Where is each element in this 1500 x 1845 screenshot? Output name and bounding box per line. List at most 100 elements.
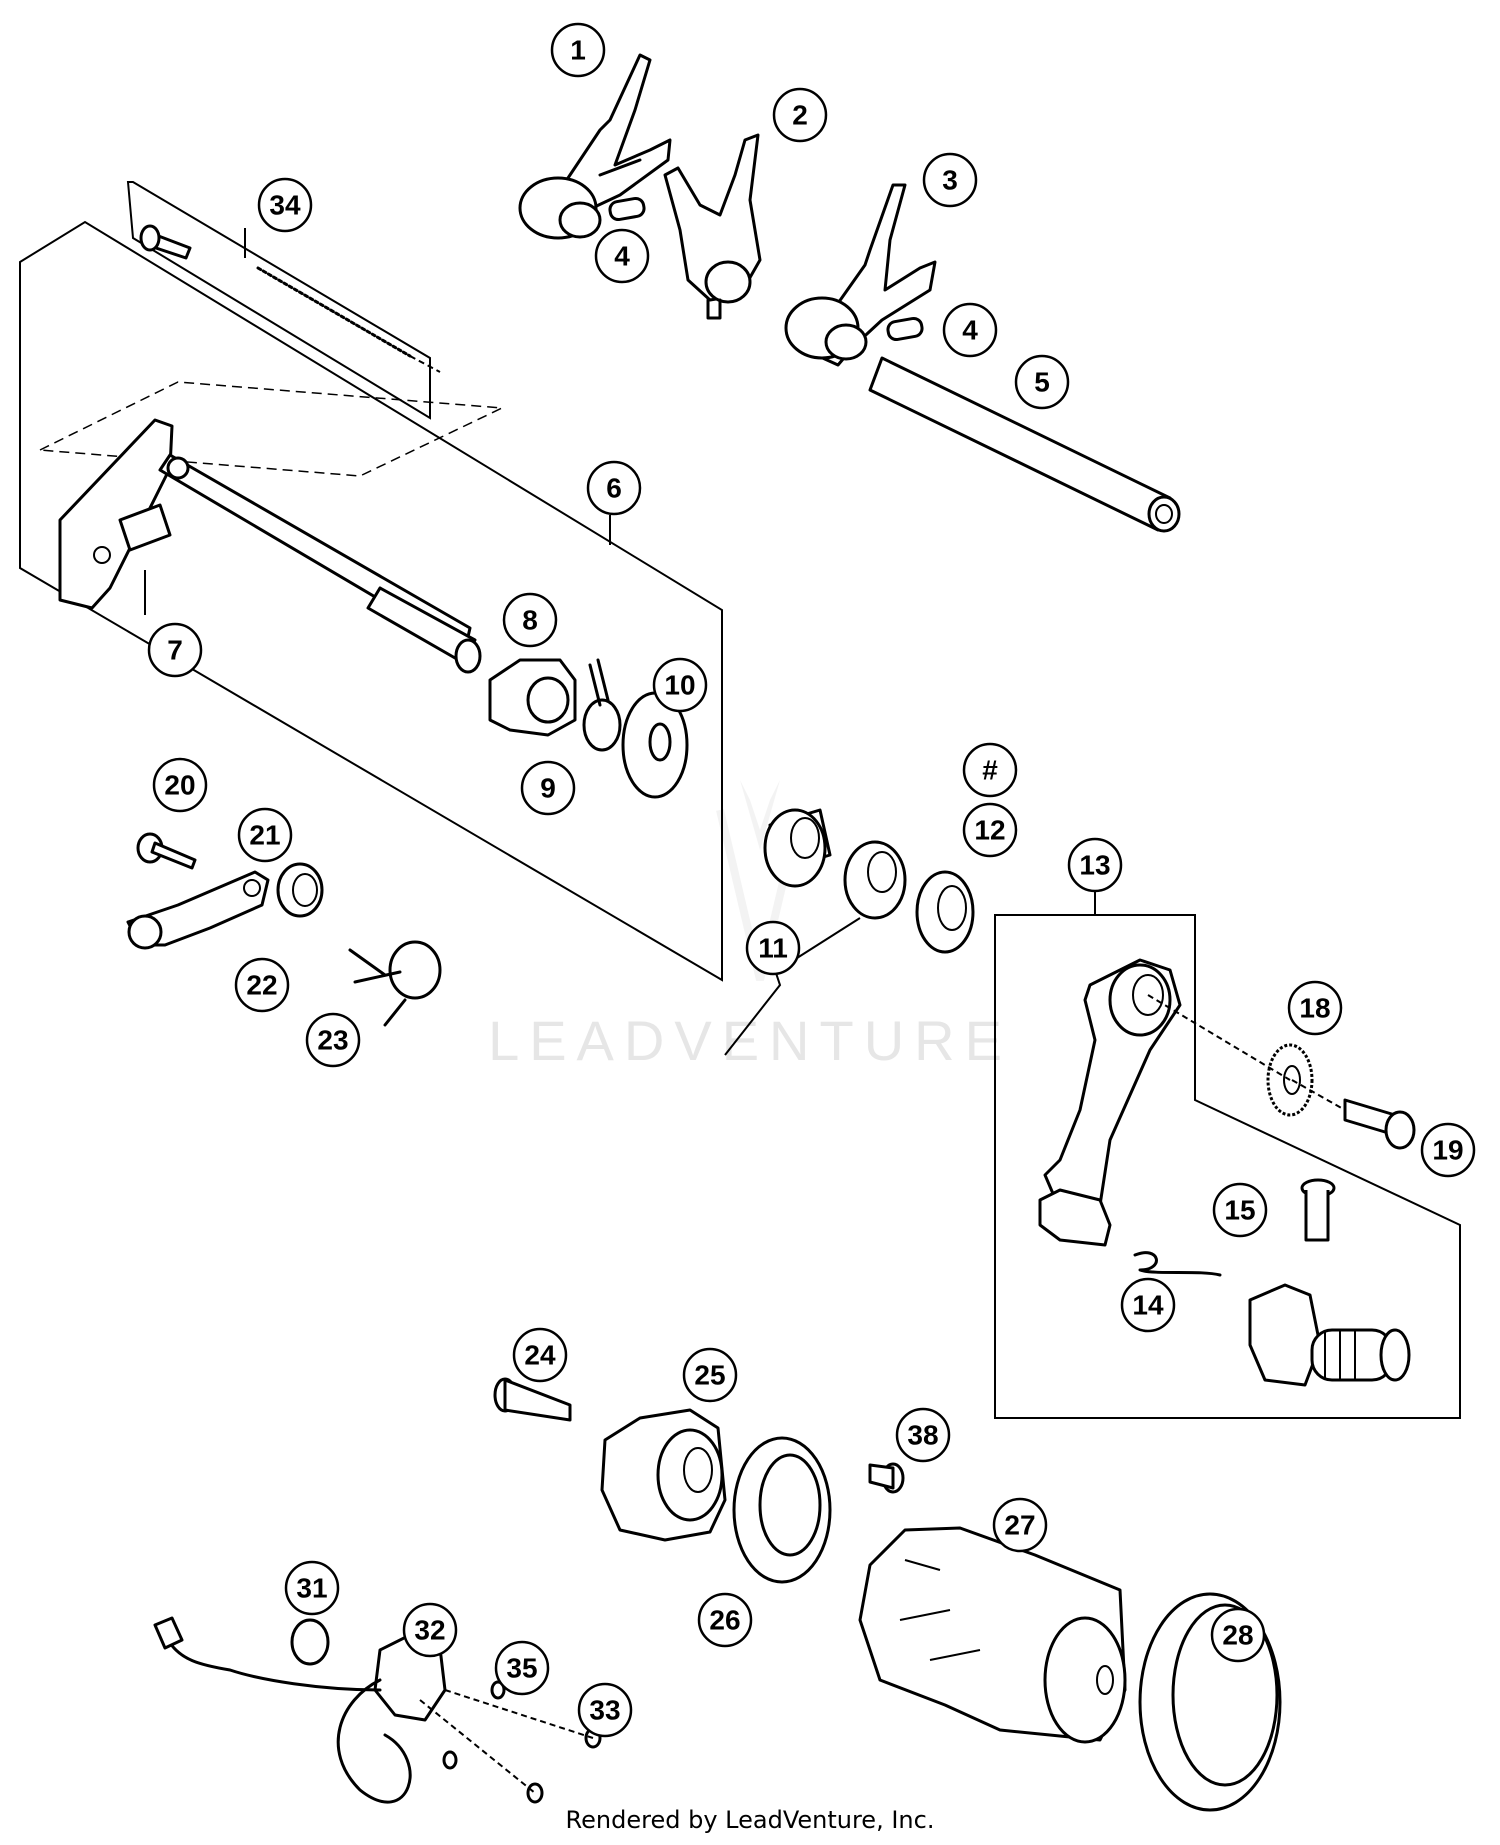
return-spring [256,266,412,358]
svg-text:9: 9 [540,773,556,804]
svg-text:32: 32 [414,1615,445,1646]
callout-27: 27 [992,1497,1048,1553]
fork-pin-b [886,316,924,342]
shift-fork-2 [663,133,762,320]
callout-20: 20 [152,757,208,813]
detent-bolt [139,224,192,260]
svg-text:18: 18 [1299,993,1330,1024]
svg-text:5: 5 [1034,367,1050,398]
svg-text:25: 25 [694,1360,725,1391]
svg-text:1: 1 [570,35,586,66]
watermark-text: LEADVENTURE [488,1009,1012,1072]
sensor-screws [442,1727,602,1804]
callout-32: 32 [402,1602,458,1658]
callout-23: 23 [305,1012,361,1068]
callout-26: 26 [697,1592,753,1648]
callout-6: 6 [586,460,642,516]
svg-text:21: 21 [249,820,280,851]
svg-text:14: 14 [1132,1290,1164,1321]
detail-dashed-frame [37,381,505,477]
fork-pin-a [608,196,646,222]
sensor-washer [490,1680,506,1700]
callout-2: 2 [772,87,828,143]
shaft-washer [621,691,689,799]
pivot-pin [1300,1178,1336,1242]
callout-1: 1 [550,22,606,78]
svg-text:35: 35 [506,1653,537,1684]
callout-34: 34 [257,177,313,233]
svg-text:22: 22 [246,970,277,1001]
shift-lever-group-frame [994,914,1461,1419]
svg-text:23: 23 [317,1025,348,1056]
svg-text:8: 8 [522,605,538,636]
needle-bearing-b [843,840,907,920]
callout-24: 24 [512,1327,568,1383]
callout-4a: 4 [594,228,650,284]
svg-text:4: 4 [614,241,630,272]
svg-text:7: 7 [167,635,183,666]
shift-fork-1 [518,53,672,240]
shift-pedal-end [1248,1283,1411,1387]
svg-text:34: 34 [269,190,301,221]
callout-5: 5 [1014,354,1070,410]
callout-18: 18 [1287,980,1343,1036]
shift-drum [858,1526,1127,1744]
retaining-clip [582,658,622,752]
callout-10: 10 [652,657,708,713]
callout-19: 19 [1420,1122,1476,1178]
callout-38: 38 [895,1407,951,1463]
shift-lever [1038,958,1182,1247]
callout-14: 14 [1120,1277,1176,1333]
callout-15: 15 [1212,1182,1268,1238]
svg-text:10: 10 [664,670,695,701]
callout-28: 28 [1210,1607,1266,1663]
shift-fork-3 [784,183,937,367]
svg-text:20: 20 [164,770,195,801]
svg-text:27: 27 [1004,1510,1035,1541]
svg-text:12: 12 [974,815,1005,846]
fork-rod [868,356,1181,533]
rendered-by-footer: Rendered by LeadVenture, Inc. [566,1806,935,1834]
svg-text:24: 24 [524,1340,556,1371]
lever-spring-clip [1133,1251,1222,1277]
callout-hash: # [962,742,1018,798]
svg-text:15: 15 [1224,1195,1255,1226]
shift-cam [600,1408,727,1542]
shaft-sleeve [488,658,577,737]
callout-35: 35 [494,1640,550,1696]
svg-text:31: 31 [296,1573,327,1604]
svg-text:6: 6 [606,473,622,504]
callout-33: 33 [577,1682,633,1738]
callout-22: 22 [234,957,290,1013]
svg-text:26: 26 [709,1605,740,1636]
callout-11: 11 [745,920,801,976]
lever-bolt [136,832,197,870]
svg-text:#: # [982,755,998,786]
svg-text:3: 3 [942,165,958,196]
svg-text:38: 38 [907,1420,938,1451]
shift-shaft [58,418,482,674]
lever-bolt-19 [1343,1098,1416,1150]
needle-bearing-a [763,808,832,888]
detent-bushing [276,862,324,918]
oil-seal [915,870,975,954]
svg-text:13: 13 [1079,850,1110,881]
shift-shaft-group-frame [19,220,723,982]
detent-spring [348,940,442,1027]
callout-12: 12 [962,802,1018,858]
callout-31: 31 [284,1560,340,1616]
cap-screw [493,1377,572,1422]
callout-8: 8 [502,592,558,648]
svg-text:19: 19 [1432,1135,1463,1166]
detent-lever [126,870,270,950]
svg-text:33: 33 [589,1695,620,1726]
callout-21: 21 [237,807,293,863]
callout-25: 25 [682,1347,738,1403]
gear-position-sensor [153,1616,447,1804]
svg-text:2: 2 [792,100,808,131]
callout-7: 7 [147,622,203,678]
o-ring [290,1618,330,1666]
spring-group-frame [126,181,431,420]
callout-9: 9 [520,760,576,816]
